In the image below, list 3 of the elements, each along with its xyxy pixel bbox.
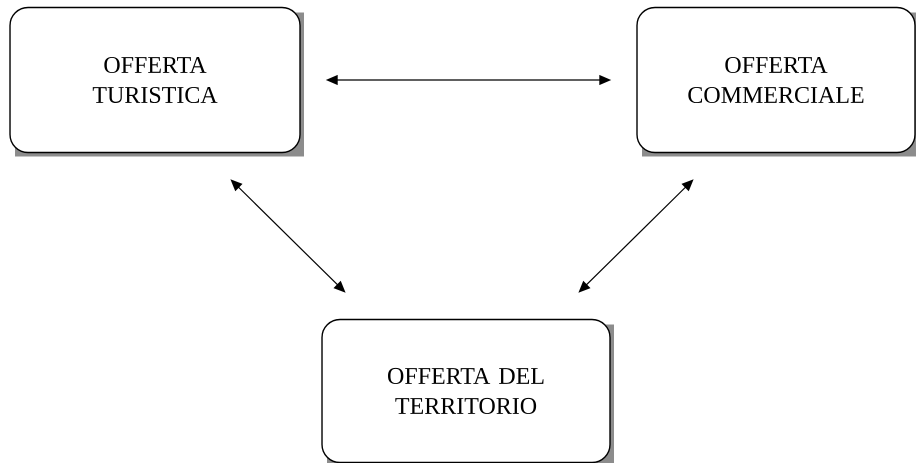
process-box: OFFERTA COMMERCIALE xyxy=(636,6,916,156)
process-box: OFFERTA DEL TERRITORIO xyxy=(321,318,614,463)
process-box: OFFERTA TURISTICA xyxy=(9,6,304,156)
